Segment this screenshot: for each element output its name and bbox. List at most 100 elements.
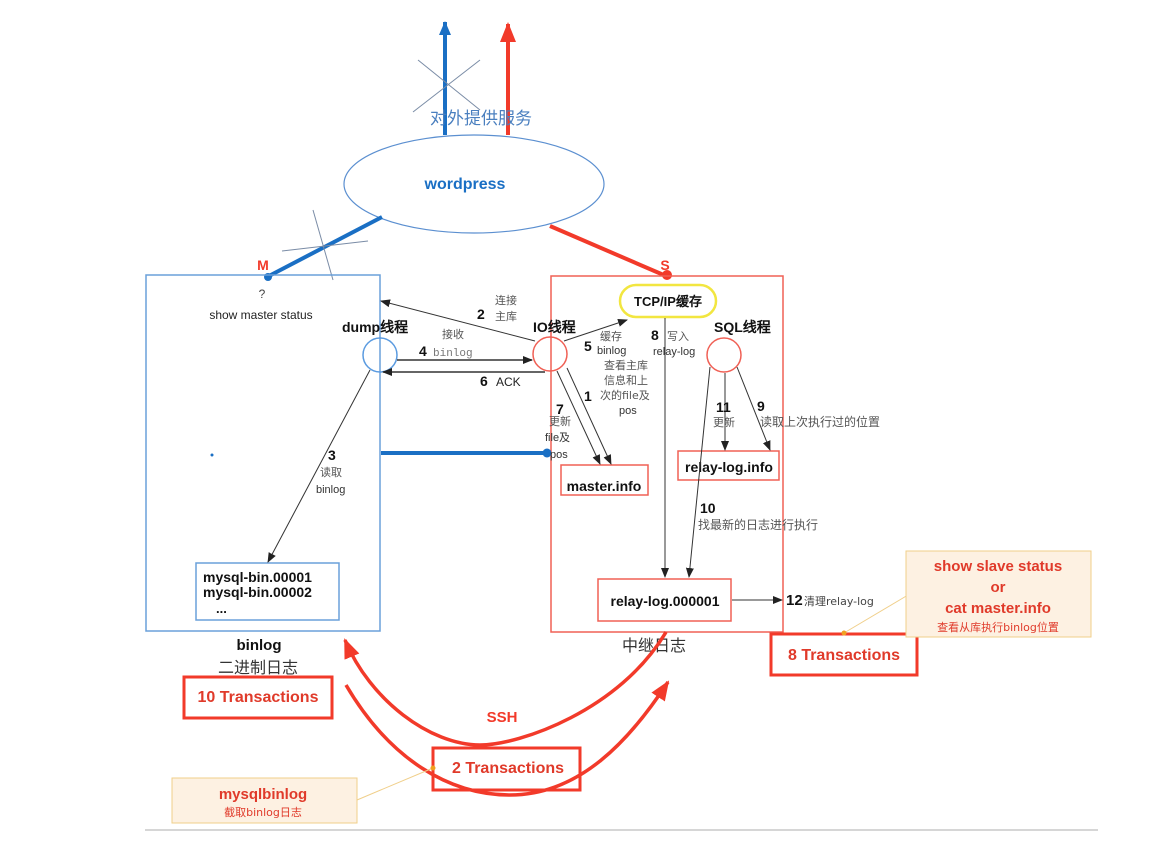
binlog-subtitle: 二进制日志 <box>218 658 298 677</box>
master-question: ? <box>259 287 266 301</box>
master-slave-link-dot <box>542 448 552 458</box>
step-7-num: 7 <box>556 401 564 417</box>
step-10-text: 找最新的日志进行执行 <box>698 517 818 532</box>
step-labels: 2 连接 主库 接收 4 binlog 6 ACK 5 缓存 binlog 查看… <box>316 294 880 609</box>
binlog-note-anchor <box>430 765 436 771</box>
slave-transactions-label: 8 Transactions <box>788 647 900 664</box>
io-thread-label: IO线程 <box>533 319 576 335</box>
binlog-note: mysqlbinlog 截取binlog日志 <box>171 765 436 824</box>
master-dot <box>210 453 214 457</box>
slave-note-line: or <box>991 579 1006 596</box>
binlog-note-line: mysqlbinlog <box>219 786 307 803</box>
arrow-step-1 <box>566 367 612 465</box>
step-5-num: 5 <box>584 338 592 354</box>
arrow-step-5 <box>563 319 628 342</box>
step-8-num: 8 <box>651 327 659 343</box>
sql-thread-circle <box>706 337 742 373</box>
step-1-text: pos <box>619 405 637 417</box>
step-11-num: 11 <box>716 399 731 415</box>
relay-log-footer: 中继日志 <box>622 636 686 655</box>
step-1-text: 次的file及 <box>600 388 650 402</box>
slave-link-dot <box>662 270 672 280</box>
master-info-box <box>560 464 649 496</box>
binlog-note-leader <box>356 767 434 801</box>
transaction-boxes: 10 Transactions 2 Transactions 8 Transac… <box>182 632 919 792</box>
slave-note-leader <box>843 594 909 634</box>
arrow-step-7 <box>556 370 601 465</box>
slave-note: show slave status or cat master.info 查看从… <box>841 550 1092 638</box>
step-5-text: 缓存 <box>600 329 622 343</box>
cross-mark <box>417 59 481 111</box>
tcp-ip-cache <box>618 283 718 319</box>
wordpress-label: wordpress <box>424 176 506 193</box>
binlog-file-box <box>195 562 340 621</box>
binlog-title: binlog <box>237 637 282 654</box>
step-3-text: 读取 <box>320 465 342 479</box>
step-4-text: binlog <box>433 348 473 360</box>
dump-thread-circle <box>362 337 398 373</box>
cross-mark <box>312 209 334 281</box>
step-4-num: 4 <box>419 343 427 359</box>
wordpress-master-link <box>266 215 383 279</box>
service-label: 对外提供服务 <box>430 109 532 129</box>
relay-log-info-label: relay-log.info <box>685 459 773 475</box>
master-link-dot <box>264 273 272 281</box>
ssh-curve-to-master <box>343 631 668 747</box>
step-9-text: 读取上次执行过的位置 <box>760 414 880 429</box>
master-marker: M <box>257 257 269 273</box>
binlog-file: ... <box>216 601 227 616</box>
step-6-num: 6 <box>480 373 488 389</box>
master-server: M ? show master status dump线程 mysql-bin.… <box>145 257 408 677</box>
step-2-num: 2 <box>477 306 485 322</box>
step-9-num: 9 <box>757 398 765 414</box>
step-1-num: 1 <box>584 388 592 404</box>
binlog-note-box <box>171 777 358 824</box>
io-thread-circle <box>532 336 568 372</box>
step-7-text: 更新 <box>549 414 571 428</box>
step-8-text: relay-log <box>653 346 695 358</box>
slave-marker: S <box>660 257 669 273</box>
diff-transactions-label: 2 Transactions <box>452 760 564 777</box>
binlog-file: mysql-bin.00002 <box>203 584 312 600</box>
master-transactions-box <box>182 675 334 720</box>
step-3-num: 3 <box>328 447 336 463</box>
arrow-step-9 <box>736 366 771 451</box>
slave-server: S TCP/IP缓存 IO线程 SQL线程 master.info relay-… <box>532 257 784 655</box>
step-5-text: binlog <box>597 345 626 357</box>
step-2-text: 连接 <box>495 294 517 307</box>
step-1-text: 查看主库 <box>604 358 648 372</box>
binlog-file: mysql-bin.00001 <box>203 569 312 585</box>
ssh-label: SSH <box>487 709 518 726</box>
slave-note-line: 查看从库执行binlog位置 <box>937 620 1059 634</box>
step-4-text-top: 接收 <box>442 327 464 341</box>
slave-note-box <box>905 550 1092 638</box>
arrow-step-10 <box>685 366 711 578</box>
step-3-text: binlog <box>316 484 345 496</box>
wordpress-ellipse <box>343 134 605 234</box>
master-box <box>145 274 381 632</box>
arrow-step-3 <box>267 369 371 563</box>
dump-thread-label: dump线程 <box>342 319 408 335</box>
binlog-note-line: 截取binlog日志 <box>224 805 302 819</box>
master-transactions-label: 10 Transactions <box>198 689 319 706</box>
step-6-text: ACK <box>496 375 521 389</box>
step-2-text: 主库 <box>495 310 517 323</box>
service-arrows: 对外提供服务 <box>412 21 532 135</box>
sql-thread-label: SQL线程 <box>714 319 771 335</box>
ssh-curve-to-slave <box>344 680 670 797</box>
tcp-ip-cache-label: TCP/IP缓存 <box>634 294 702 309</box>
step-10-num: 10 <box>700 500 716 516</box>
step-8-text: 写入 <box>667 330 689 343</box>
show-master-status: show master status <box>209 308 312 322</box>
ssh-transfer <box>343 631 670 797</box>
cross-mark <box>281 240 369 252</box>
step-1-text: 信息和上 <box>604 373 648 387</box>
flow-arrows <box>267 299 783 604</box>
master-info-label: master.info <box>567 478 642 494</box>
relay-log-file-box <box>597 578 732 622</box>
step-7-text: file及 <box>545 432 570 444</box>
relay-log-info-box <box>677 450 780 481</box>
cross-mark <box>412 59 481 113</box>
step-12-text: 清理relay-log <box>804 595 874 608</box>
